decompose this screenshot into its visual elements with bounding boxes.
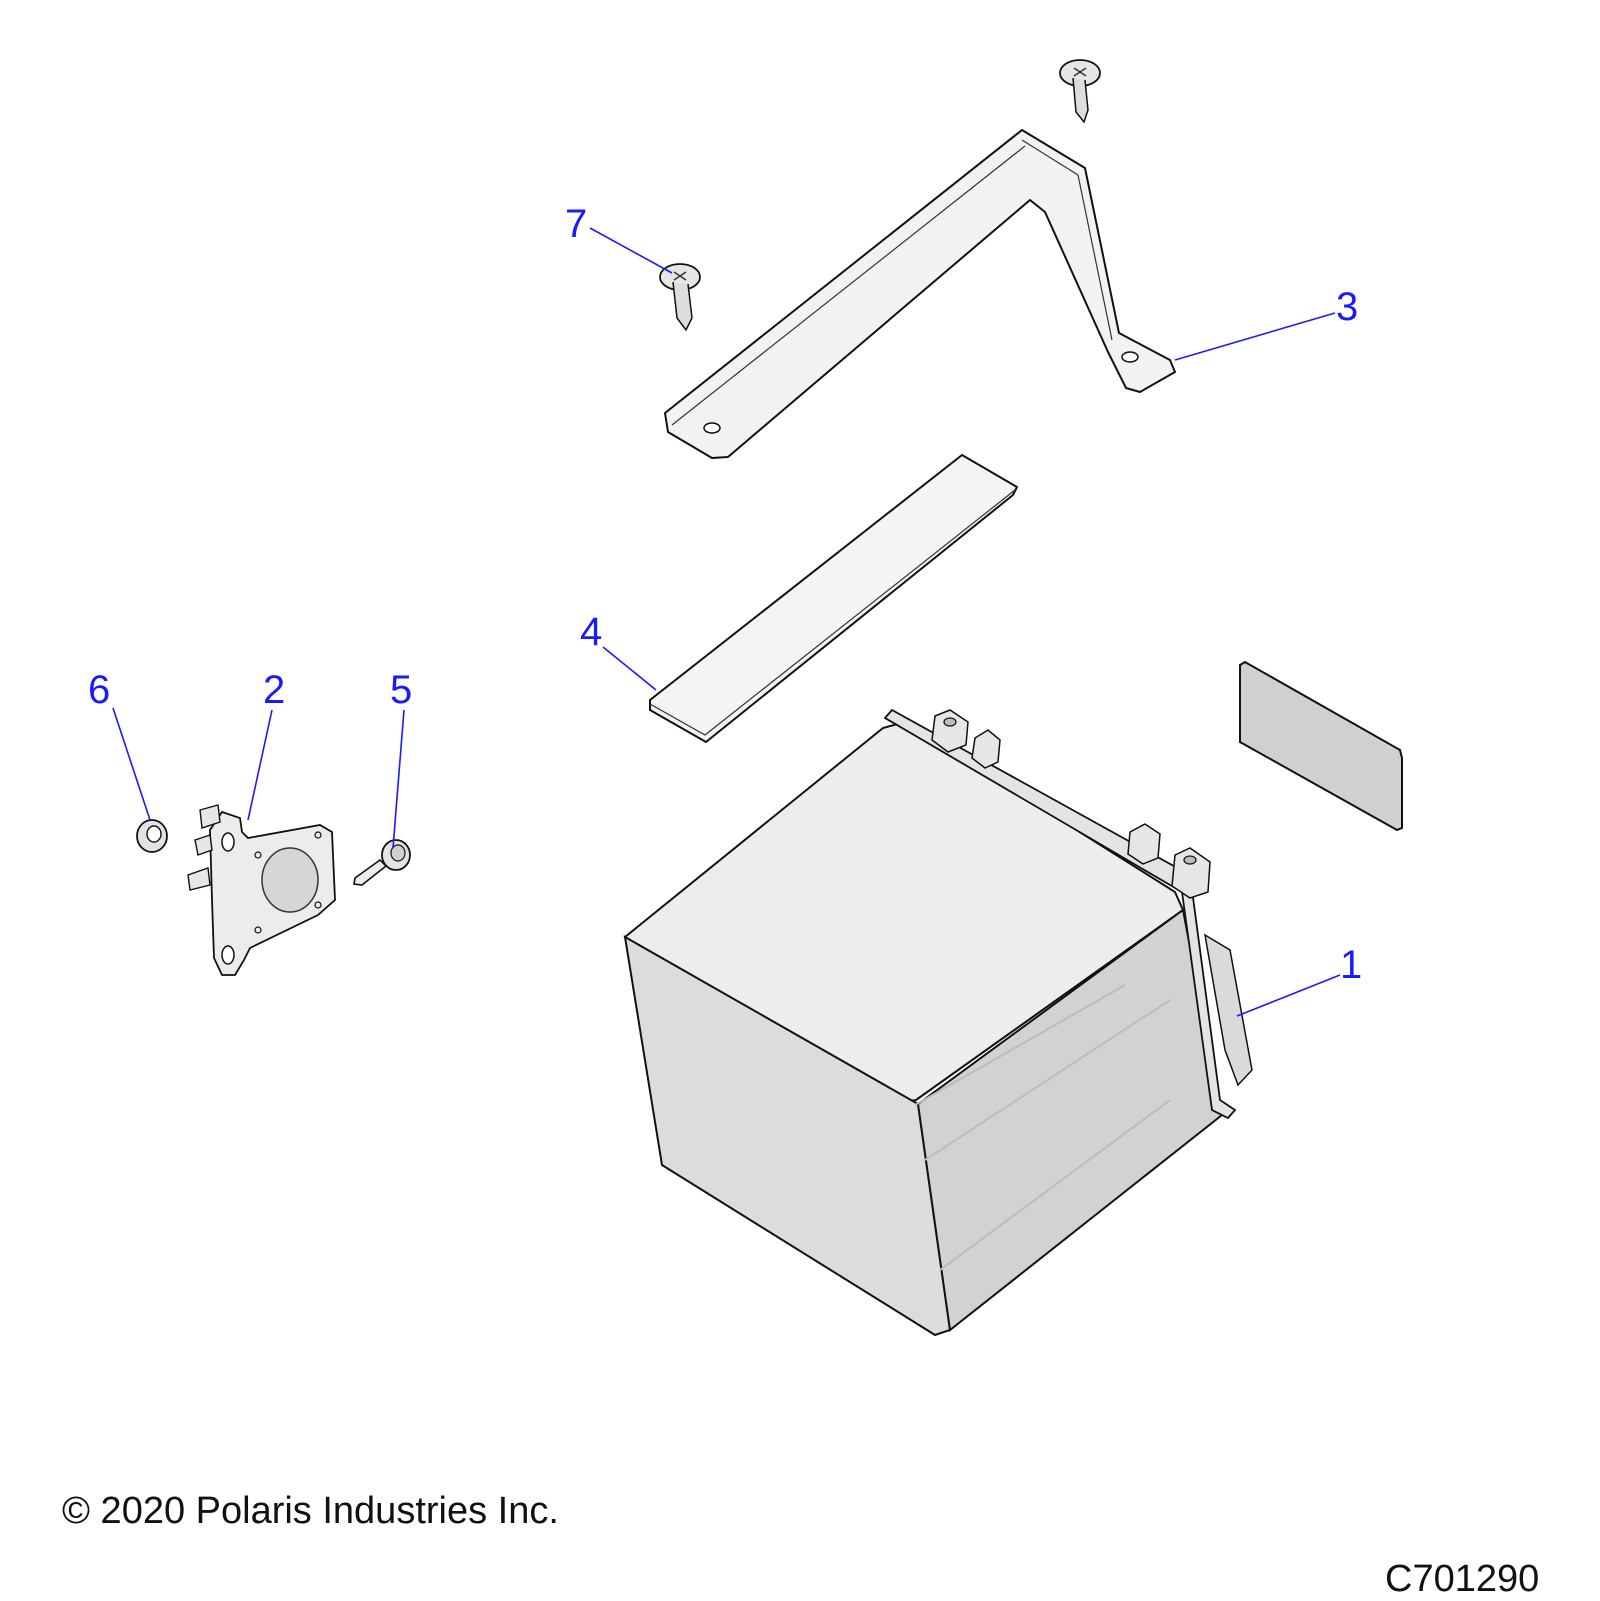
leader-4 [602, 646, 657, 691]
leader-2 [247, 709, 273, 821]
leader-6 [112, 707, 151, 821]
battery-bracket [664, 129, 1176, 459]
screw-top [1059, 59, 1101, 124]
callout-6: 6 [88, 668, 110, 712]
callout-7: 7 [565, 202, 587, 246]
callout-5: 5 [390, 668, 412, 712]
drawing-id: C701290 [1385, 1558, 1540, 1600]
leader-7 [589, 227, 673, 274]
battery [623, 708, 1253, 1337]
battery-pad [649, 454, 1018, 743]
callout-3: 3 [1336, 285, 1358, 329]
nut-part-6 [136, 819, 168, 853]
callout-1: 1 [1340, 943, 1362, 987]
starter-solenoid [187, 804, 336, 976]
leader-3 [1174, 312, 1336, 361]
leader-5 [392, 709, 405, 849]
copyright-text: © 2020 Polaris Industries Inc. [62, 1490, 559, 1532]
leader-1 [1236, 974, 1341, 1017]
bolt-part-5 [353, 839, 411, 886]
screw-part-7 [659, 263, 701, 332]
leader-lines [112, 227, 1341, 1017]
callout-2: 2 [263, 668, 285, 712]
battery-label-decal [1239, 660, 1403, 832]
callout-labels: 1 2 3 4 5 6 7 [88, 202, 1362, 987]
callout-4: 4 [580, 610, 602, 654]
